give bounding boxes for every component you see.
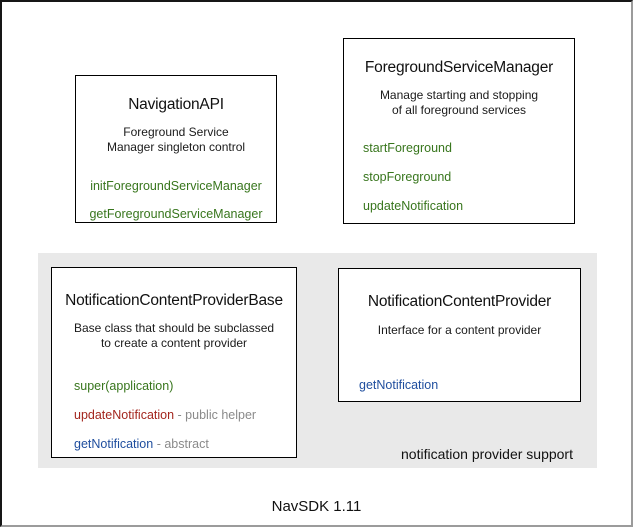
class-description-notification-content-provider: Interface for a content provider bbox=[377, 323, 542, 337]
class-box-foreground-service-manager: ForegroundServiceManager Manage starting… bbox=[343, 38, 575, 224]
method-label: updateNotification bbox=[74, 408, 175, 422]
method-label: initForegroundServiceManager bbox=[90, 179, 262, 193]
class-title-navigation-api: NavigationAPI bbox=[128, 96, 224, 113]
method-label: getForegroundServiceManager bbox=[89, 207, 263, 221]
method-label: updateNotification bbox=[363, 199, 464, 213]
method-start-foreground: startForeground bbox=[363, 141, 574, 155]
method-label: stopForeground bbox=[363, 170, 452, 184]
method-get-foreground-service-manager: getForegroundServiceManager bbox=[76, 207, 276, 221]
class-title-notification-content-provider: NotificationContentProvider bbox=[367, 293, 552, 310]
class-description-navigation-api: Foreground Service Manager singleton con… bbox=[106, 125, 246, 154]
class-title-notification-content-provider-base: NotificationContentProviderBase bbox=[65, 292, 283, 309]
class-box-notification-content-provider: NotificationContentProvider Interface fo… bbox=[338, 268, 581, 402]
method-update-notification: updateNotification bbox=[363, 199, 574, 213]
method-list-navigation-api: initForegroundServiceManager getForegrou… bbox=[76, 179, 276, 221]
method-update-notification: updateNotification - public helper bbox=[74, 408, 296, 422]
method-super-application: super(application) bbox=[74, 379, 296, 393]
class-box-notification-content-provider-base: NotificationContentProviderBase Base cla… bbox=[51, 267, 297, 458]
class-description-foreground-service-manager: Manage starting and stopping of all fore… bbox=[379, 88, 539, 117]
method-annotation: - public helper bbox=[174, 408, 257, 422]
method-label: super(application) bbox=[74, 379, 174, 393]
method-list-notification-content-provider-base: super(application) updateNotification - … bbox=[52, 379, 296, 451]
notification-provider-group-panel: NotificationContentProviderBase Base cla… bbox=[38, 253, 597, 468]
method-get-notification: getNotification bbox=[359, 378, 580, 392]
group-label: notification provider support bbox=[401, 446, 573, 462]
method-list-notification-content-provider: getNotification bbox=[339, 378, 580, 392]
method-label: startForeground bbox=[363, 141, 452, 155]
class-title-foreground-service-manager: ForegroundServiceManager bbox=[364, 59, 554, 76]
method-list-foreground-service-manager: startForeground stopForeground updateNot… bbox=[344, 141, 574, 213]
method-get-notification: getNotification - abstract bbox=[74, 437, 296, 451]
method-init-foreground-service-manager: initForegroundServiceManager bbox=[76, 179, 276, 193]
class-description-notification-content-provider-base: Base class that should be subclassed to … bbox=[73, 321, 275, 350]
method-stop-foreground: stopForeground bbox=[363, 170, 574, 184]
method-label: getNotification bbox=[359, 378, 439, 392]
method-label: getNotification bbox=[74, 437, 154, 451]
class-box-navigation-api: NavigationAPI Foreground Service Manager… bbox=[75, 75, 277, 223]
method-annotation: - abstract bbox=[153, 437, 209, 451]
diagram-caption: NavSDK 1.11 bbox=[271, 498, 362, 515]
